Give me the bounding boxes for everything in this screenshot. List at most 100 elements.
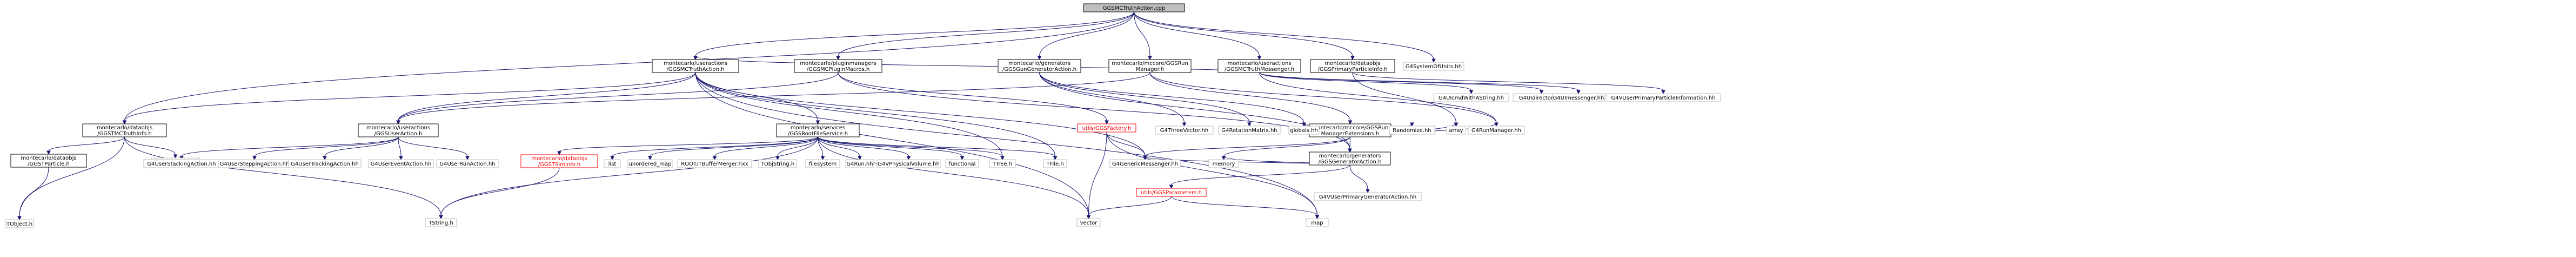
node-uparam[interactable]: utils/GGSParameters.h: [1136, 188, 1207, 197]
node-label: memory: [1213, 161, 1235, 167]
edge-ua-to-g4step: [252, 136, 399, 161]
node-umap: unordered_map: [627, 159, 673, 168]
node-uf[interactable]: utils/GGSFactory.h: [1077, 123, 1136, 133]
node-mcm[interactable]: montecarlo/useractions/GGSMCTruthMesseng…: [1217, 59, 1301, 73]
node-g4run: G4Run.hh: [845, 159, 874, 168]
node-g4gm: G4GenericMessenger.hh: [1109, 159, 1181, 168]
node-tobject: TObject.h: [5, 219, 34, 228]
node-map: map: [1306, 218, 1329, 227]
node-label: /GGSRootFileService.h: [788, 131, 848, 137]
edge-root-to-pm: [836, 11, 1134, 61]
node-g4track: G4UserTrackingAction.hh: [288, 159, 362, 168]
edge-rme-to-gen_act: [1348, 136, 1352, 153]
node-label: G4GenericMessenger.hh: [1112, 161, 1178, 167]
edge-gen_act-to-uparam: [1169, 164, 1350, 189]
node-label: TFile.h: [1046, 161, 1063, 167]
node-rme[interactable]: montecarlo/mccore/GGSRunManagerExtension…: [1309, 123, 1391, 137]
node-label: /GGSGunGeneratorAction.h: [1002, 67, 1076, 73]
node-g4event: G4UserEventAction.hh: [368, 159, 434, 168]
node-label: ROOT/TBufferMerger.hxx: [681, 161, 748, 167]
edge-dobj-to-tclones: [124, 136, 178, 159]
node-label: /GGSMCTruthMessenger.h: [1225, 67, 1294, 73]
edge-root-to-ua_mc: [693, 11, 1134, 61]
node-label: TObject.h: [6, 221, 32, 227]
node-gen_run[interactable]: montecarlo/generators/GGSGunGeneratorAct…: [998, 59, 1081, 73]
node-random: Randomize.hh: [1389, 126, 1435, 135]
node-label: array: [1449, 128, 1463, 134]
node-label: montecarlo/dataobjs: [97, 125, 152, 131]
node-g4pv: G4VPhysicalVolume.hh: [876, 159, 941, 168]
node-label: montecarlo/dataobjs: [531, 156, 587, 162]
node-label: unordered_map: [629, 161, 672, 167]
edge-gen_run-to-g4tv: [1039, 72, 1187, 127]
edge-ua_mc-to-vector: [695, 72, 1091, 220]
edge-mcm-to-g4uiw: [1259, 72, 1474, 95]
edge-tsim-to-tstring: [439, 167, 560, 220]
node-g4rot: G4RotationMatrix.hh: [1218, 126, 1281, 135]
edge-svc-to-tstring: [439, 136, 818, 220]
edge-root-to-g4sys: [1134, 11, 1436, 63]
edge-pm-to-gen_act: [838, 72, 1352, 153]
edge-root-to-mcm: [1134, 11, 1262, 61]
node-label: G4SystemOfUnits.hh: [1406, 64, 1462, 70]
node-label: montecarlo/useractions: [366, 125, 430, 131]
node-ua_mc[interactable]: montecarlo/useractions/GGSMCTruthAction.…: [652, 59, 739, 73]
node-dobj[interactable]: montecarlo/dataobjs/GGSTMCTruthInfo.h: [82, 123, 167, 137]
node-label: GGSMCTruthAction.cpp: [1103, 5, 1166, 11]
node-label: list: [608, 161, 617, 167]
edge-svc-to-func: [818, 136, 965, 161]
node-pm[interactable]: montecarlo/pluginmanagers/GGSMCPluginMac…: [794, 59, 882, 73]
node-label: montecarlo/mccore/GGSRun: [1312, 125, 1389, 131]
node-label: filesystem: [809, 161, 837, 167]
node-label: globals.hh: [1290, 128, 1318, 134]
node-svc[interactable]: montecarlo/services/GGSRootFileService.h: [776, 123, 860, 137]
node-label: montecarlo/pluginmanagers: [800, 61, 876, 67]
edge-gen_run-to-g4rot: [1039, 72, 1252, 127]
node-label: TString.h: [428, 220, 453, 226]
node-root[interactable]: GGSMCTruthAction.cpp: [1083, 3, 1185, 12]
node-g4rm: G4RunManager.hh: [1468, 126, 1525, 135]
node-ppi[interactable]: montecarlo/dataobjs/GGSPrimaryParticleIn…: [1310, 59, 1395, 73]
node-ua[interactable]: montecarlo/useractions/GGSUserAction.h: [358, 123, 439, 137]
node-label: /GGSTParticle.h: [28, 161, 70, 167]
edge-svc-to-ttree: [818, 136, 1005, 161]
node-label: montecarlo/generators: [1319, 153, 1381, 159]
node-label: /GGSTSimInfo.h: [538, 162, 580, 168]
node-g4upg: G4VUserPrimaryGeneratorAction.hh: [1314, 192, 1422, 201]
node-globals: globals.hh: [1288, 126, 1320, 135]
node-label: G4UserStackingAction.hh: [147, 161, 216, 167]
node-tpart[interactable]: montecarlo/dataobjs/GGSTParticle.h: [10, 154, 87, 168]
node-label: Manager.h: [1136, 67, 1164, 73]
node-label: montecarlo/services: [791, 125, 845, 131]
edge-dobj-to-tpart: [46, 136, 125, 155]
node-g4step: G4UserSteppingAction.hh: [218, 159, 291, 168]
edge-rm-to-ua: [396, 72, 1150, 125]
edge-svc-to-g4run: [818, 136, 862, 161]
node-func: functional: [945, 159, 979, 168]
node-label: G4Run.hh: [846, 161, 873, 167]
edge-svc-to-tsim: [557, 136, 818, 156]
node-label: G4UserRunAction.hh: [439, 161, 495, 167]
node-label: TObjString.h: [760, 161, 794, 167]
edge-gen_run-to-globals: [1039, 72, 1306, 127]
node-list: list: [604, 159, 621, 168]
node-g4uiw: G4UIcmdWithAString.hh: [1433, 93, 1509, 102]
node-memory: memory: [1208, 159, 1239, 168]
node-label: G4VPhysicalVolume.hh: [878, 161, 940, 167]
edge-mcm-to-g4rm: [1259, 72, 1498, 127]
node-tsim[interactable]: montecarlo/dataobjs/GGSTSimInfo.h: [520, 154, 598, 168]
node-label: montecarlo/generators: [1008, 61, 1070, 67]
node-label: G4UIdirectory.hh: [1519, 95, 1564, 101]
node-label: G4VUserPrimaryGeneratorAction.hh: [1319, 194, 1416, 200]
edge-tpart-to-tobject: [17, 167, 49, 221]
node-label: /GGSMCTruthAction.h: [666, 67, 724, 73]
edge-ua_mc-to-dobj: [122, 72, 696, 125]
edge-uf-to-vector: [1086, 131, 1107, 220]
node-label: /GGSPrimaryParticleInfo.h: [1317, 67, 1387, 73]
node-gen_act[interactable]: montecarlo/generators/GGSGeneratorAction…: [1309, 151, 1391, 166]
node-label: G4RotationMatrix.hh: [1221, 128, 1277, 134]
node-fsys: filesystem: [805, 159, 840, 168]
node-label: G4ThreeVector.hh: [1160, 128, 1209, 134]
node-tobjstr: TObjString.h: [758, 159, 797, 168]
